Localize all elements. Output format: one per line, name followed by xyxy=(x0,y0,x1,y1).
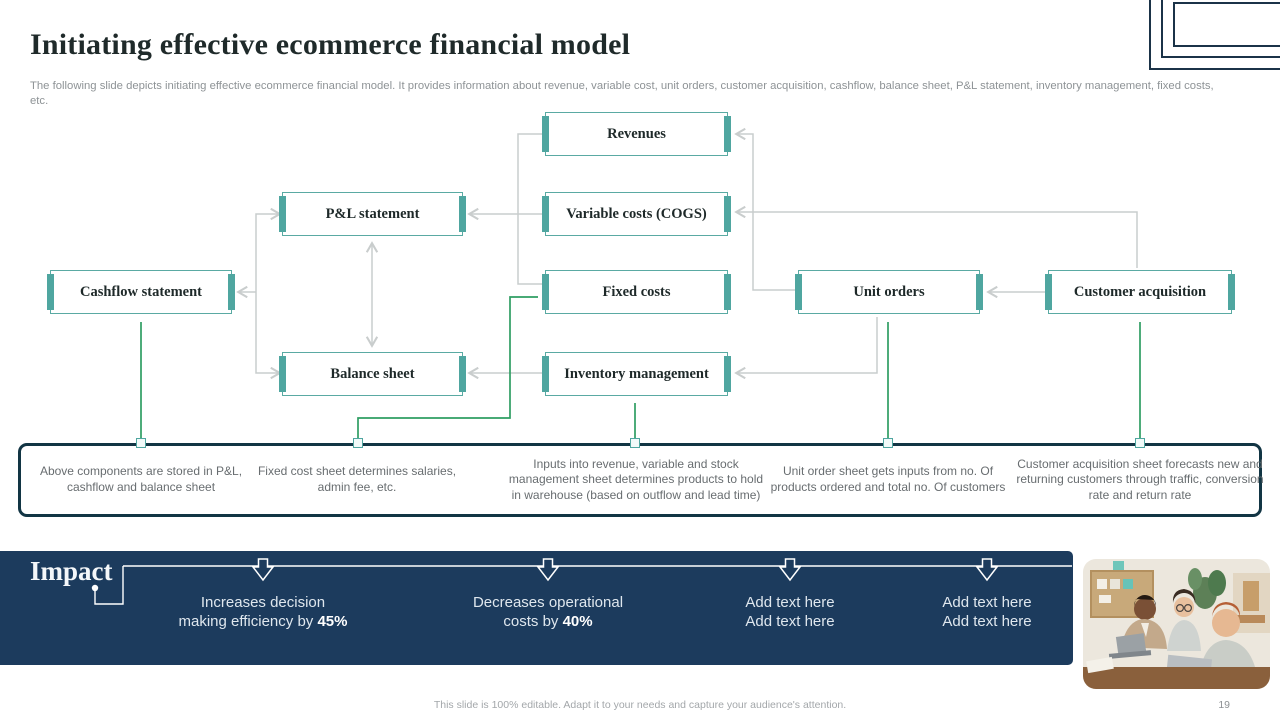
box-balance-sheet: Balance sheet xyxy=(279,352,466,396)
connector-bracket-to-pl xyxy=(255,214,279,292)
box-unit-orders: Unit orders xyxy=(795,270,983,314)
note-unit-orders: Unit order sheet gets inputs from no. Of… xyxy=(770,464,1006,494)
box-pl-statement: P&L statement xyxy=(279,192,466,236)
box-fixed-costs: Fixed costs xyxy=(542,270,731,314)
impact-decoration xyxy=(91,558,1072,605)
note-cashflow: Above components are stored in P&L, cash… xyxy=(39,464,243,494)
photo-desk xyxy=(1083,667,1270,689)
box-accent-left xyxy=(279,196,286,232)
box-accent-right xyxy=(724,116,731,152)
note-inventory: Inputs into revenue, variable and stock … xyxy=(508,456,764,502)
box-label: Inventory management xyxy=(564,365,709,382)
note-fixed-costs: Fixed cost sheet determines salaries, ad… xyxy=(257,464,457,494)
box-inventory-management: Inventory management xyxy=(542,352,731,396)
box-accent-right xyxy=(459,356,466,392)
box-customer-acquisition: Customer acquisition xyxy=(1045,270,1235,314)
box-accent-left xyxy=(542,196,549,232)
box-accent-right xyxy=(724,196,731,232)
connector-customeracq-to-variablecosts xyxy=(737,212,1138,268)
box-accent-left xyxy=(279,356,286,392)
box-accent-right xyxy=(228,274,235,310)
box-label: P&L statement xyxy=(325,205,420,222)
box-accent-left xyxy=(542,274,549,310)
box-label: Unit orders xyxy=(853,283,925,300)
impact-item-line1: Add text here xyxy=(942,594,1032,611)
impact-item-line2: making efficiency by 45% xyxy=(178,613,348,630)
slide-subtitle: The following slide depicts initiating e… xyxy=(30,80,1214,108)
photo-plant xyxy=(1188,568,1226,609)
box-label: Fixed costs xyxy=(602,283,671,300)
box-accent-left xyxy=(542,356,549,392)
impact-item-4: Add text here Add text here xyxy=(872,593,1102,631)
box-accent-right xyxy=(1228,274,1235,310)
impact-bracket-dot xyxy=(91,584,99,592)
flowchart-connectors xyxy=(140,0,1141,441)
impact-item-2: Decreases operational costs by 40% xyxy=(433,593,663,631)
box-label: Customer acquisition xyxy=(1073,283,1207,300)
impact-bar xyxy=(0,551,1073,665)
impact-item-highlight: 45% xyxy=(317,613,348,630)
impact-item-highlight: 40% xyxy=(562,613,593,630)
impact-item-line2: Add text here xyxy=(745,613,835,630)
box-accent-left xyxy=(47,274,54,310)
box-accent-right xyxy=(976,274,983,310)
page-title: Initiating effective ecommerce financial… xyxy=(30,28,631,61)
box-accent-left xyxy=(542,116,549,152)
band-node-5 xyxy=(1135,438,1145,448)
connector-revenues-fixedcosts-bracket xyxy=(517,133,545,285)
note-customer-acquisition: Customer acquisition sheet forecasts new… xyxy=(1016,456,1264,502)
box-label: Balance sheet xyxy=(330,365,415,382)
team-photo xyxy=(1083,559,1270,689)
impact-item-line1: Decreases operational xyxy=(472,594,624,611)
box-accent-left xyxy=(795,274,802,310)
notes-band xyxy=(18,443,1262,517)
box-accent-right xyxy=(724,274,731,310)
box-accent-right xyxy=(724,356,731,392)
box-label: Variable costs (COGS) xyxy=(566,205,707,222)
box-accent-left xyxy=(1045,274,1052,310)
box-revenues: Revenues xyxy=(542,112,731,156)
band-node-2 xyxy=(353,438,363,448)
impact-item-3: Add text here Add text here xyxy=(675,593,905,631)
page-number: 19 xyxy=(1218,699,1230,711)
footer-note: This slide is 100% editable. Adapt it to… xyxy=(433,699,847,711)
connector-note2-to-fixedcosts xyxy=(357,296,538,441)
band-node-3 xyxy=(630,438,640,448)
corner-frame-outer xyxy=(1149,0,1280,70)
impact-item-1: Increases decision making efficiency by … xyxy=(148,593,378,631)
box-cashflow-statement: Cashflow statement xyxy=(47,270,235,314)
impact-item-line2: Add text here xyxy=(942,613,1032,630)
band-node-4 xyxy=(883,438,893,448)
box-label: Cashflow statement xyxy=(79,283,203,300)
impact-marker-icons xyxy=(251,558,999,582)
photo-person-middle xyxy=(1167,589,1201,651)
corner-frame-inner xyxy=(1173,2,1280,47)
connector-unitorders-to-inventory xyxy=(737,317,878,373)
box-accent-right xyxy=(459,196,466,232)
impact-item-line1: Add text here xyxy=(745,594,835,611)
impact-heading: Impact xyxy=(30,556,113,586)
connector-bracket-to-balancesheet xyxy=(255,292,279,373)
corner-frame-middle xyxy=(1161,0,1280,58)
box-label: Revenues xyxy=(607,125,666,142)
box-variable-costs: Variable costs (COGS) xyxy=(542,192,731,236)
impact-item-line2: costs by 40% xyxy=(503,613,593,630)
impact-item-line1: Increases decision xyxy=(200,594,326,611)
band-node-1 xyxy=(136,438,146,448)
